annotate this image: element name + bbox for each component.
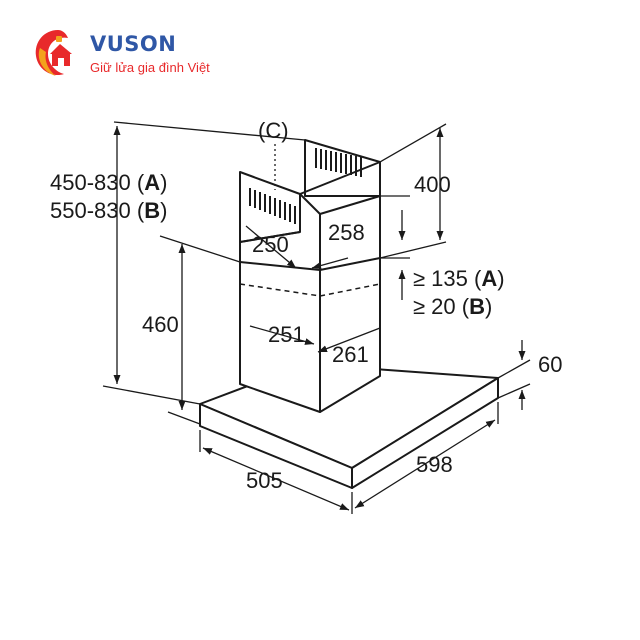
lower-chimney-height-label: 460 bbox=[142, 312, 179, 337]
logo-mark-icon bbox=[35, 30, 72, 76]
height-a-tag: A bbox=[144, 170, 160, 195]
height-b-tag: B bbox=[144, 198, 160, 223]
brand-name: VUSON bbox=[90, 32, 177, 56]
gap-a-label: ≥ 135 (A) bbox=[413, 266, 505, 291]
dimension-lines bbox=[102, 121, 531, 514]
lower-chimney-width-label: 251 bbox=[268, 322, 305, 347]
upper-chimney-width-label: 250 bbox=[252, 232, 289, 257]
height-a-value: 450-830 bbox=[50, 170, 131, 195]
gap-b-tag: B bbox=[469, 294, 485, 319]
hood-width-label: 598 bbox=[416, 452, 453, 477]
label-c: (C) bbox=[258, 118, 289, 143]
upper-chimney-depth-label: 258 bbox=[328, 220, 365, 245]
gap-b-label: ≥ 20 (B) bbox=[413, 294, 492, 319]
vent-grille-back bbox=[315, 148, 362, 177]
top-chimney-height-label: 400 bbox=[414, 172, 451, 197]
chimney-overlap-dashed-line bbox=[239, 283, 381, 297]
gap-b-value: ≥ 20 bbox=[413, 294, 456, 319]
hood-depth-label: 505 bbox=[246, 468, 283, 493]
canopy-thickness-label: 60 bbox=[538, 352, 562, 377]
brand-slogan: Giữ lửa gia đình Việt bbox=[90, 60, 210, 75]
gap-a-tag: A bbox=[481, 266, 497, 291]
height-b-value: 550-830 bbox=[50, 198, 131, 223]
height-b-label: 550-830 (B) bbox=[50, 198, 167, 223]
gap-a-value: ≥ 135 bbox=[413, 266, 468, 291]
vuson-logo: VUSON Giữ lửa gia đình Việt bbox=[26, 22, 236, 82]
height-a-label: 450-830 (A) bbox=[50, 170, 167, 195]
vent-grille-front bbox=[249, 188, 296, 224]
lower-chimney-depth-label: 261 bbox=[332, 342, 369, 367]
